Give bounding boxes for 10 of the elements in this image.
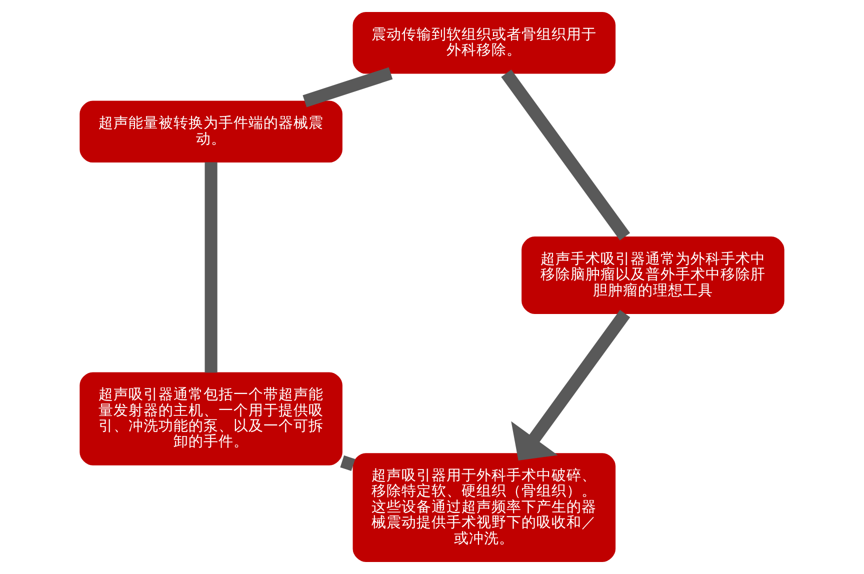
- node-box: 超声吸引器用于外科手术中破碎、移除特定软、硬组织（骨组织）。这些设备通过超声频率下产生的器械震动提供手术视野下的吸收和／或冲洗。: [352, 453, 616, 562]
- connector: [204, 162, 218, 373]
- arrow: [511, 310, 630, 460]
- node-box: 震动传输到软组织或者骨组织用于外科移除。: [352, 12, 616, 74]
- node-box: 超声吸引器通常包括一个带超声能量发射器的主机、一个用于提供吸引、冲洗功能的泵、以及一个可拆卸的手件。: [80, 372, 342, 466]
- connector: [340, 455, 356, 471]
- connector: [501, 70, 630, 240]
- node-box: 超声能量被转换为手件端的器械震动。: [80, 100, 342, 163]
- node-box: 超声手术吸引器通常为外科手术中移除脑肿瘤以及普外手术中移除肝胆肿瘤的理想工具: [522, 236, 784, 314]
- connector: [302, 67, 393, 108]
